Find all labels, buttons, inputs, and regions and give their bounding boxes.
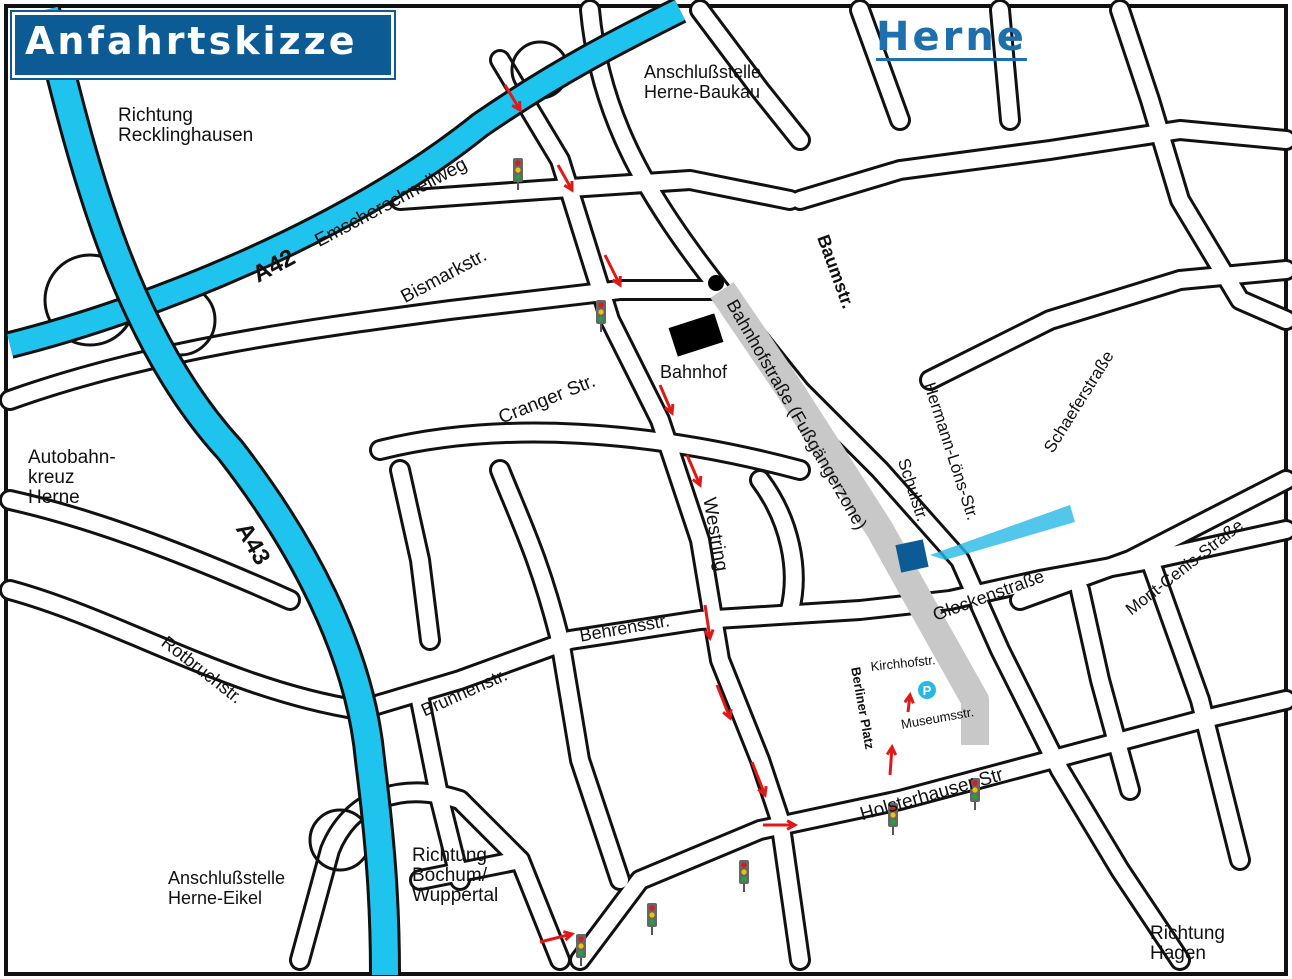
destination-pointer-icon: [930, 505, 1075, 560]
route-arrow-icon: [885, 743, 898, 776]
route-arrow-icon: [703, 604, 715, 642]
traffic-light-icon: [576, 934, 586, 966]
svg-text:P: P: [923, 683, 932, 698]
route-arrow-icon: [763, 819, 799, 831]
route-arrow-icon: [503, 84, 522, 113]
label-bochum: Richtung Bochum/ Wuppertal: [412, 845, 499, 906]
route-arrow-icon: [715, 684, 733, 721]
pedestrian-zone: [710, 282, 989, 745]
traffic-light-icon: [739, 860, 749, 892]
route-arrow-icon: [658, 384, 675, 416]
route-arrow-icon: [685, 454, 703, 488]
traffic-lights: [513, 158, 980, 966]
label-recklinghausen: Richtung Recklinghausen: [118, 105, 254, 146]
route-arrow-icon: [903, 691, 915, 713]
route-arrow-icon: [750, 761, 768, 798]
route-arrow-icon: [603, 254, 622, 288]
city-name: Herne: [876, 14, 1027, 60]
map-title: Anfahrtskizze: [25, 19, 358, 63]
station-building-icon: [668, 313, 724, 357]
label-eikel: Anschlußstelle Herne-Eikel: [168, 868, 286, 908]
traffic-light-icon: [970, 778, 980, 810]
traffic-light-icon: [888, 803, 898, 835]
label-autobahnkreuz: Autobahn- kreuz Herne: [28, 447, 116, 508]
label-hagen: Richtung Hagen: [1150, 923, 1225, 964]
label-bahnhof: Bahnhof: [660, 362, 728, 382]
traffic-light-icon: [596, 300, 606, 332]
route-arrows: [503, 84, 915, 944]
label-baukau: Anschlußstelle Herne-Baukau: [644, 62, 762, 102]
parking-icon: [918, 681, 936, 699]
highway-a43: [29, 6, 401, 976]
route-arrow-icon: [556, 164, 574, 193]
destination-marker-icon: [895, 539, 929, 573]
title-banner: Anfahrtskizze: [12, 12, 394, 78]
traffic-light-icon: [513, 158, 523, 190]
route-arrow-icon: [539, 930, 576, 944]
station-point-icon: [708, 275, 724, 291]
traffic-light-icon: [647, 903, 657, 935]
